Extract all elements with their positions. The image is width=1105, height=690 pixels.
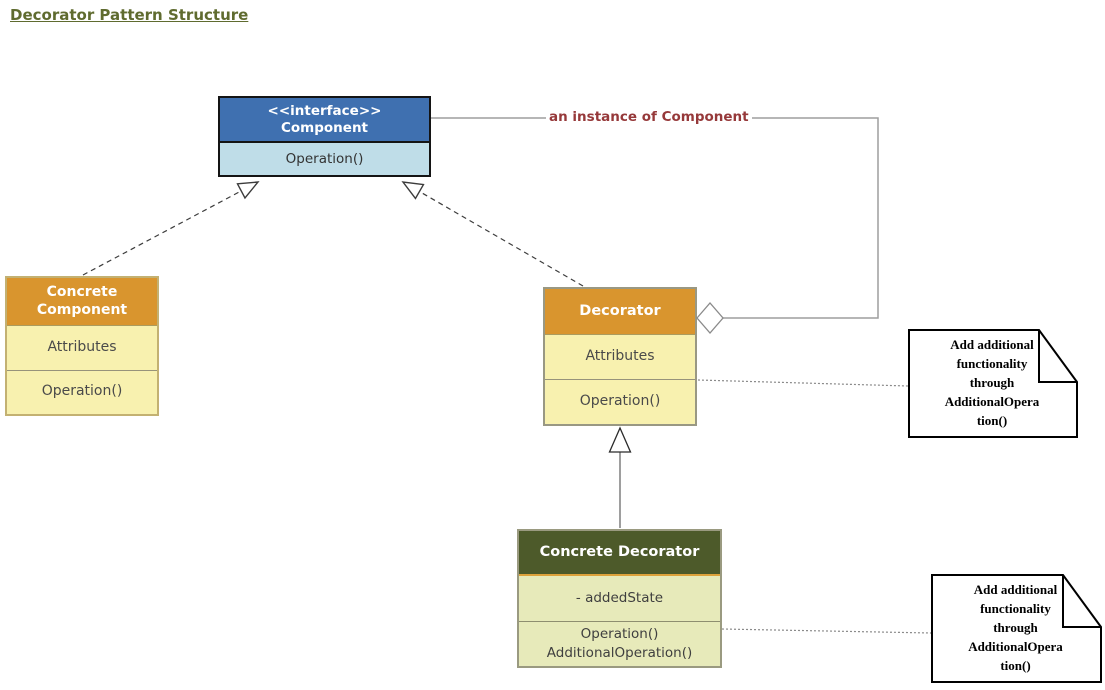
concrete-decorator-operations: Operation() AdditionalOperation(): [519, 621, 720, 666]
concrete-component-name: Concrete Component: [7, 278, 157, 326]
decorator-name: Decorator: [545, 289, 695, 335]
note-text: Add additional functionality through Add…: [968, 582, 1063, 673]
class-box-concrete-decorator: Concrete Decorator - addedState Operatio…: [517, 529, 722, 668]
generalization-arrowhead-icon: [608, 426, 632, 453]
class-box-decorator: Decorator Attributes Operation(): [543, 287, 697, 426]
concrete-decorator-attributes: - addedState: [519, 576, 720, 622]
component-name: Component: [280, 119, 369, 136]
association-label: an instance of Component: [546, 109, 752, 125]
note-text: Add additional functionality through Add…: [944, 337, 1040, 428]
realization-concrete-component-line: [82, 182, 258, 276]
note-shape: [931, 574, 1102, 683]
component-operations: Operation(): [220, 143, 429, 175]
note-concrete-decorator: Add additional functionality through Add…: [931, 574, 1102, 683]
note-decorator: Add additional functionality through Add…: [908, 329, 1078, 438]
class-box-concrete-component: Concrete Component Attributes Operation(…: [5, 276, 159, 416]
class-box-component: <<interface>> Component Operation(): [218, 96, 431, 177]
concrete-component-attributes: Attributes: [7, 326, 157, 371]
note1-anchor-line: [697, 379, 909, 387]
component-stereotype: <<interface>>: [267, 102, 382, 119]
realization-decorator-line: [403, 182, 584, 287]
note-shape: [908, 329, 1078, 438]
concrete-decorator-name: Concrete Decorator: [519, 531, 720, 576]
page-title: Decorator Pattern Structure: [10, 6, 249, 24]
decorator-operations: Operation(): [545, 380, 695, 424]
aggregation-diamond-icon: [696, 302, 724, 334]
component-header: <<interface>> Component: [220, 98, 429, 143]
note2-anchor-line: [721, 628, 932, 634]
concrete-component-operations: Operation(): [7, 370, 157, 414]
decorator-attributes: Attributes: [545, 335, 695, 380]
